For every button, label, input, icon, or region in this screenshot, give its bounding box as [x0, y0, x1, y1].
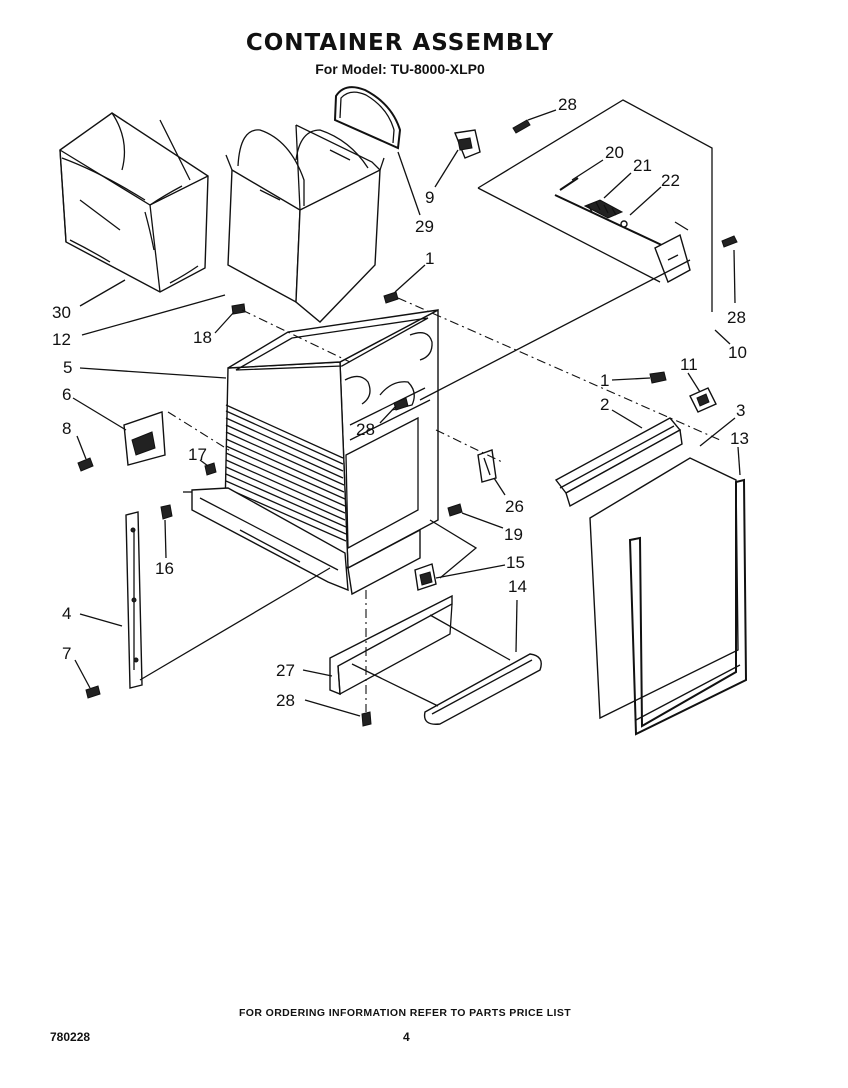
callout-28: 28: [558, 95, 577, 114]
callout-11: 11: [680, 355, 698, 374]
callout-2: 2: [600, 395, 609, 414]
clip-part-11: [689, 387, 717, 413]
side-rail-part-4: [125, 511, 143, 689]
page-number: 4: [403, 1030, 410, 1044]
callout-6: 6: [62, 385, 71, 404]
lid-bracket-part-10: [654, 221, 691, 283]
liner-part-12: [225, 124, 385, 323]
hinge-bracket-part-9: [454, 129, 481, 159]
handle-mount-part-15: [414, 563, 437, 591]
screw-part-28-mid: [393, 397, 409, 411]
screw-part-1-top: [383, 291, 399, 304]
door-panel-part-3: [589, 457, 739, 720]
callout-1: 1: [600, 371, 609, 390]
assembly-center-lines: [139, 259, 721, 712]
callout-10: 10: [728, 343, 747, 362]
container-body-part-5: [191, 308, 439, 596]
callout-1: 1: [425, 249, 434, 268]
screw-part-28-right: [721, 235, 738, 248]
screw-part-28-bottom: [361, 711, 372, 727]
callout-16: 16: [155, 559, 174, 578]
screw-part-8: [77, 457, 94, 472]
drawer-frame-part-27: [329, 594, 453, 696]
callout-5: 5: [63, 358, 72, 377]
callout-22: 22: [661, 171, 680, 190]
callout-19: 19: [504, 525, 523, 544]
callout-13: 13: [730, 429, 749, 448]
document-number: 780228: [50, 1030, 91, 1044]
callout-18: 18: [193, 328, 212, 347]
trash-bag-part-30: [59, 112, 209, 293]
callout-9: 9: [425, 188, 434, 207]
callout-26: 26: [505, 497, 524, 516]
top-trim-part-2: [554, 417, 683, 508]
callout-28: 28: [356, 420, 375, 439]
handle-part-14: [351, 614, 542, 725]
gasket-part-29: [333, 86, 402, 150]
lid-assembly-outline-part-10: [477, 99, 713, 312]
screw-part-28-top: [512, 119, 531, 134]
clip-part-22: [620, 220, 628, 228]
spring-part-21: [583, 199, 624, 219]
screw-part-16: [160, 504, 173, 520]
callout-12: 12: [52, 330, 71, 349]
callout-8: 8: [62, 419, 71, 438]
page-title: CONTAINER ASSEMBLY: [245, 30, 555, 56]
callout-4: 4: [62, 604, 71, 623]
leader-lines: [72, 109, 741, 717]
callout-21: 21: [633, 156, 652, 175]
screw-part-1-right: [649, 371, 667, 384]
callout-20: 20: [605, 143, 624, 162]
callout-30: 30: [52, 303, 71, 322]
callout-3: 3: [736, 401, 745, 420]
door-frame-part-13: [628, 478, 748, 736]
screw-part-7: [85, 685, 101, 699]
callout-17: 17: [188, 445, 207, 464]
callout-7: 7: [62, 644, 71, 663]
callout-29: 29: [415, 217, 434, 236]
callout-14: 14: [508, 577, 527, 596]
ordering-info-note: FOR ORDERING INFORMATION REFER TO PARTS …: [238, 1007, 572, 1019]
bracket-part-6: [123, 411, 166, 466]
latch-part-26: [477, 449, 497, 483]
lid-rod-part-20: [554, 177, 669, 249]
callout-labels: 28 20 21 22 9 29 1 28 10 30 12 18 5 6 8 …: [52, 95, 749, 710]
screw-part-19: [447, 503, 463, 517]
callout-15: 15: [506, 553, 525, 572]
callout-28: 28: [276, 691, 295, 710]
callout-28: 28: [727, 308, 746, 327]
model-subtitle: For Model: TU-8000-XLP0: [315, 61, 485, 77]
callout-27: 27: [276, 661, 295, 680]
